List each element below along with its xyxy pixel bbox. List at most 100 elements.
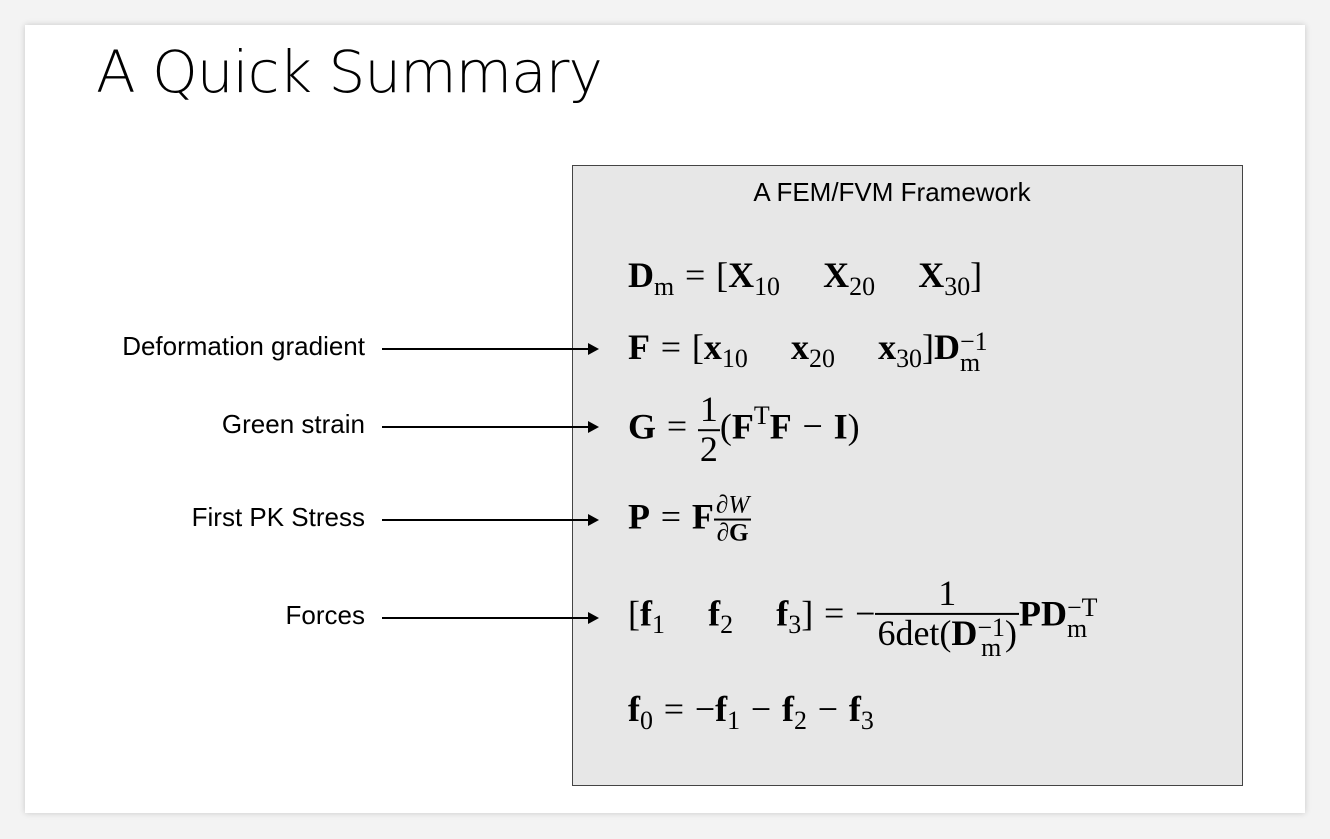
math-subscript: 2 — [794, 705, 807, 735]
math-subscript: 1 — [727, 705, 741, 735]
math-symbol: ] — [970, 255, 983, 296]
math-bold-symbol: f — [628, 689, 640, 730]
math-subscript: 20 — [809, 343, 835, 373]
math-subscript: 1 — [652, 610, 665, 640]
math-subscript: 3 — [788, 610, 802, 640]
math-bold-symbol: F — [769, 406, 792, 447]
math-subscript: 0 — [640, 705, 653, 735]
label-first-pk-stress: First PK Stress — [191, 502, 365, 532]
math-bold-symbol: f — [715, 689, 728, 730]
framework-box — [572, 165, 1243, 786]
arrow-forces — [382, 612, 599, 624]
math-symbol: ) — [847, 406, 860, 447]
arrow-deformation-gradient — [382, 343, 599, 355]
framework-box-title: A FEM/FVM Framework — [753, 177, 1031, 207]
math-bold-symbol: F — [691, 496, 714, 537]
math-operator: = — [660, 327, 682, 368]
math-bold-symbol: f — [708, 593, 721, 634]
math-bold-symbol: x — [791, 327, 809, 368]
math-symbol: ) — [1005, 612, 1017, 653]
math-bold-symbol: P — [1019, 593, 1041, 634]
math-bold-symbol: f — [848, 689, 861, 730]
fraction-numerator: ∂W — [713, 491, 752, 521]
fraction-numerator: 1 — [697, 389, 720, 431]
math-subscript: 30 — [896, 343, 922, 373]
math-superscript: −1 — [977, 612, 1005, 642]
math-bold-symbol: f — [782, 689, 795, 730]
math-superscript: −T — [1067, 593, 1098, 623]
math-bold-symbol: I — [833, 406, 848, 447]
math-symbol: ] — [922, 327, 934, 368]
label-deformation-gradient: Deformation gradient — [122, 331, 365, 361]
math-subscript: m — [960, 347, 981, 377]
math-bold-symbol: f — [640, 593, 652, 634]
math-symbol: [ — [691, 327, 704, 368]
math-italic-symbol: ∂W — [715, 491, 750, 519]
math-subscript: 3 — [860, 705, 874, 735]
equation-f0: f0=−f1−f2−f3 — [628, 688, 874, 736]
slide-title: A Quick Summary — [96, 38, 603, 106]
math-subscript: m — [654, 271, 675, 301]
fraction-denominator: ∂G — [714, 520, 751, 547]
math-operator: − — [750, 689, 772, 730]
label-forces: Forces — [285, 600, 365, 630]
math-bold-symbol: X — [823, 255, 850, 296]
math-operator: − — [802, 406, 823, 447]
math-bold-symbol: D — [628, 255, 654, 296]
math-bold-symbol: P — [628, 496, 650, 537]
math-bold-symbol: x — [703, 327, 722, 368]
math-symbol: − — [855, 593, 876, 634]
math-operator: = — [824, 593, 845, 634]
equation-first-pk-stress: P=F∂W∂G — [628, 491, 752, 548]
math-bold-symbol: D — [1041, 593, 1067, 634]
math-operator: = — [660, 496, 682, 537]
math-symbol: [ — [716, 255, 729, 296]
math-symbol: 2 — [699, 429, 718, 469]
math-subscript: 20 — [849, 271, 876, 301]
fraction-denominator: 2 — [698, 429, 720, 469]
math-bold-symbol: G — [628, 406, 657, 447]
math-bold-symbol: D — [934, 327, 960, 368]
math-bold-symbol: f — [776, 593, 789, 634]
math-symbol: ] — [801, 593, 814, 634]
math-symbol: − — [694, 689, 716, 730]
arrow-first-pk-stress — [382, 514, 599, 526]
math-symbol: 1 — [699, 389, 718, 430]
math-italic-symbol: ∂ — [716, 520, 730, 547]
math-bold-symbol: X — [918, 255, 945, 296]
math-operator: = — [663, 689, 685, 730]
math-bold-symbol: X — [728, 255, 755, 296]
math-subscript: m — [1067, 613, 1088, 643]
fraction-numerator: 1 — [875, 572, 1019, 615]
math-bold-symbol: x — [878, 327, 897, 368]
math-superscript: −1 — [960, 327, 988, 357]
math-subscript: 30 — [944, 271, 971, 301]
label-green-strain: Green strain — [221, 409, 365, 439]
math-operator: − — [817, 689, 839, 730]
math-operator: = — [666, 406, 688, 447]
math-bold-symbol: F — [731, 406, 754, 447]
math-bold-symbol: F — [628, 327, 650, 368]
math-subscript: m — [981, 633, 1002, 663]
math-operator: = — [684, 255, 706, 296]
math-superscript: T — [753, 401, 770, 431]
math-subscript: 10 — [754, 271, 780, 301]
math-symbol: 1 — [938, 572, 957, 613]
math-bold-symbol: G — [729, 520, 749, 547]
math-fraction: ∂W∂G — [713, 491, 752, 548]
math-symbol: 6det( — [877, 612, 952, 653]
math-subscript: 10 — [721, 343, 748, 373]
math-symbol: ( — [719, 406, 732, 447]
math-subscript: 2 — [720, 610, 734, 640]
math-symbol: [ — [628, 593, 640, 634]
